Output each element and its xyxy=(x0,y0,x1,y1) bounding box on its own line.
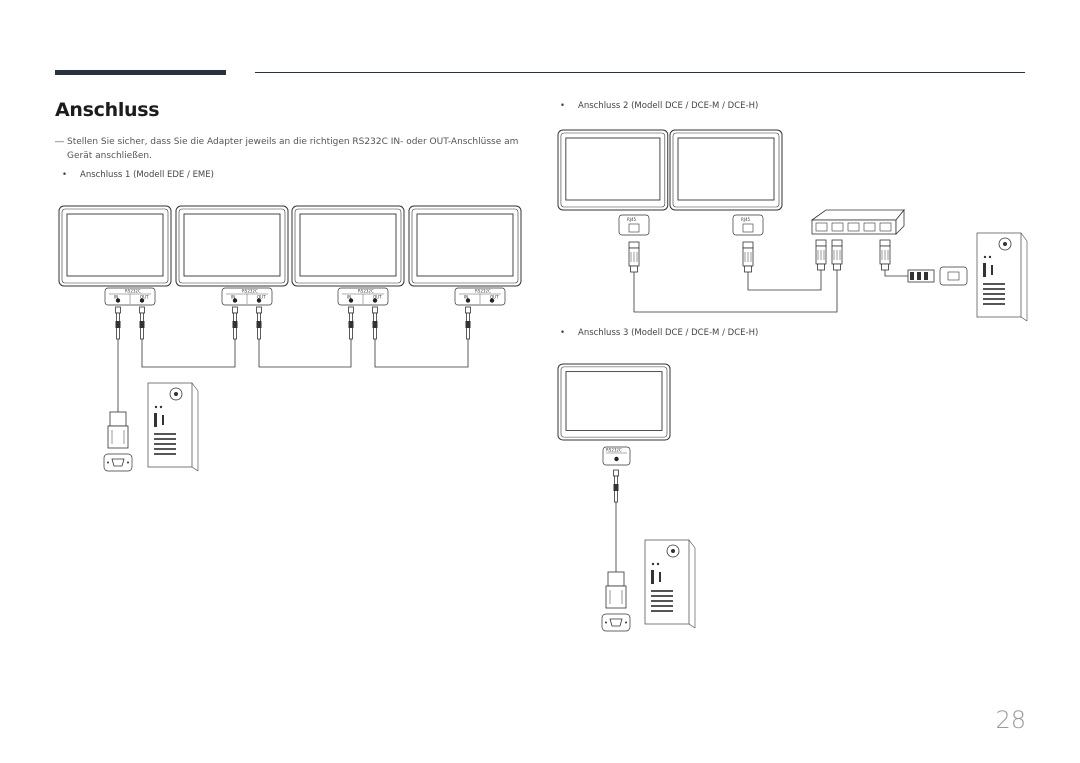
out-label: OUT xyxy=(140,295,149,300)
rj45-plug xyxy=(742,241,754,273)
rj45-port-box xyxy=(732,214,764,236)
page-title: Anschluss xyxy=(55,99,160,121)
stereo-plug xyxy=(256,306,262,340)
note: ― Stellen Sie sicher, dass Sie die Adapt… xyxy=(55,135,525,163)
rs232c-port: RS232C xyxy=(602,446,631,466)
header-accent-bar xyxy=(55,70,226,75)
rj45-plug xyxy=(879,239,891,271)
rj45-plug xyxy=(831,239,843,271)
cable xyxy=(884,270,912,277)
section-1-label: Anschluss 1 (Modell EDE / EME) xyxy=(80,170,214,180)
note-marker: ― xyxy=(55,137,64,147)
stereo-plug xyxy=(348,306,354,340)
section-3-label: Anschluss 3 (Modell DCE / DCE-M / DCE-H) xyxy=(578,328,759,338)
in-label: IN xyxy=(231,295,235,300)
monitor-2 xyxy=(669,129,783,211)
in-label: IN xyxy=(347,295,351,300)
monitor-2 xyxy=(175,205,289,287)
out-label: OUT xyxy=(490,295,499,300)
cable xyxy=(258,339,352,368)
rj45-plug xyxy=(815,239,827,271)
monitor-3 xyxy=(291,205,405,287)
page-number: 28 xyxy=(995,706,1026,734)
rs232c-label: RS232C xyxy=(475,289,491,294)
rj45-port-box xyxy=(618,214,650,236)
rj45-plug xyxy=(628,241,640,273)
rj45-connector xyxy=(907,266,968,286)
monitor-1 xyxy=(557,129,669,211)
out-label: OUT xyxy=(373,295,382,300)
stereo-plug xyxy=(465,306,471,340)
cable xyxy=(633,270,838,313)
section-2-diagram: RJ45 RJ45 xyxy=(557,129,1028,322)
in-label: IN xyxy=(114,295,118,300)
out-label: OUT xyxy=(257,295,266,300)
stereo-plug xyxy=(613,469,619,503)
network-switch xyxy=(810,208,905,235)
section-1-diagram: RS232C IN OUT RS232C IN OUT RS232C IN OU… xyxy=(58,205,522,472)
bullet-dot: • xyxy=(560,101,566,111)
cable xyxy=(141,339,236,368)
section-2-label: Anschluss 2 (Modell DCE / DCE-M / DCE-H) xyxy=(578,101,759,111)
port-labels: RS232C IN OUT RS232C IN OUT RS232C IN OU… xyxy=(114,289,499,300)
rj45-label: RJ45 xyxy=(627,217,637,222)
stereo-plug xyxy=(232,306,238,340)
monitor-1 xyxy=(557,363,671,441)
section-1-heading: • Anschluss 1 (Modell EDE / EME) xyxy=(62,170,214,180)
monitor-4 xyxy=(408,205,522,287)
in-label: IN xyxy=(464,295,468,300)
rs232c-label: RS232C xyxy=(606,448,622,453)
note-text: Stellen Sie sicher, dass Sie die Adapter… xyxy=(67,137,519,161)
serial-connector xyxy=(601,571,631,632)
section-3-diagram: RS232C xyxy=(557,363,696,632)
bullet-dot: • xyxy=(560,328,566,338)
bullet-dot: • xyxy=(62,170,68,180)
rs232c-label: RS232C xyxy=(125,289,141,294)
stereo-plug xyxy=(115,306,121,340)
cable xyxy=(374,339,469,368)
pc-tower xyxy=(644,539,696,629)
stereo-plug xyxy=(372,306,378,340)
header-rule xyxy=(255,72,1025,73)
serial-connector xyxy=(103,411,133,472)
monitor-1 xyxy=(58,205,172,287)
rj45-label: RJ45 xyxy=(741,217,751,222)
rs232c-label: RS232C xyxy=(242,289,258,294)
cable xyxy=(747,270,822,291)
stereo-plug xyxy=(139,306,145,340)
pc-tower xyxy=(147,382,199,472)
section-3-heading: • Anschluss 3 (Modell DCE / DCE-M / DCE-H… xyxy=(560,328,758,338)
pc-tower xyxy=(976,232,1028,322)
rs232c-label: RS232C xyxy=(358,289,374,294)
section-2-heading: • Anschluss 2 (Modell DCE / DCE-M / DCE-H… xyxy=(560,101,758,111)
